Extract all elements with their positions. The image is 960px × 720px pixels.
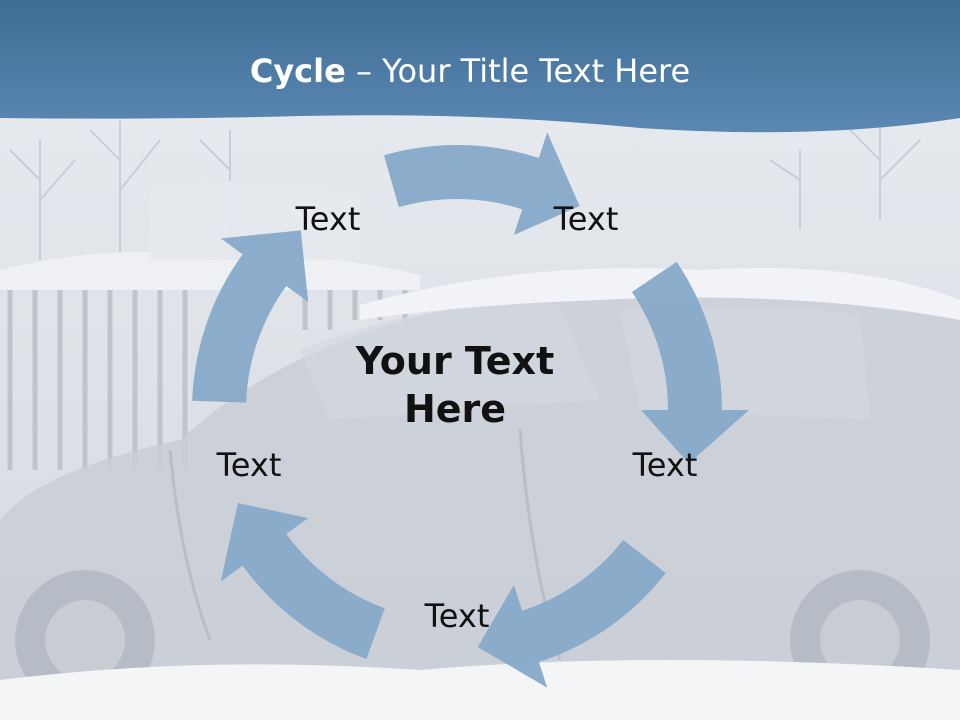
cycle-arrow-4 [220, 502, 385, 660]
center-text-line-1: Your Text [355, 339, 555, 383]
cycle-node-3: Text [632, 446, 698, 484]
cycle-node-1: Text [295, 200, 361, 238]
slide-title: Cycle – Your Title Text Here [0, 52, 940, 90]
cycle-arrow-5 [192, 230, 309, 403]
cycle-arrow-1 [383, 132, 580, 236]
center-text-line-2: Here [403, 386, 507, 431]
center-text: Your Text Here [340, 338, 570, 433]
slide-title-bold: Cycle [249, 52, 346, 90]
slide-title-rest: – Your Title Text Here [345, 52, 691, 90]
cycle-arrow-2 [631, 261, 749, 464]
cycle-node-5: Text [216, 446, 282, 484]
cycle-node-4: Text [424, 597, 490, 635]
cycle-arrow-3 [477, 539, 666, 688]
cycle-node-2: Text [553, 200, 619, 238]
